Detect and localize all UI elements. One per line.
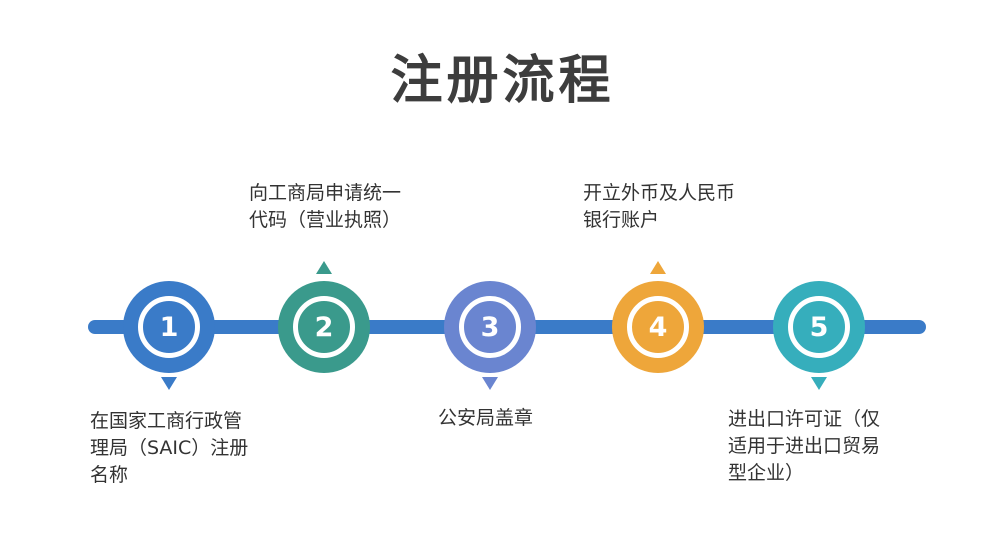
step-3-pointer [482,377,498,390]
step-5-label-line: 进出口许可证（仅 [728,408,881,430]
step-1-label-line: 理局（SAIC）注册 [90,437,249,459]
step-1-pointer [161,377,177,390]
step-4-label-line: 银行账户 [583,209,660,231]
step-2-node: 2 [278,281,370,373]
step-2-pointer [316,261,332,274]
step-2-label: 向工商局申请统一 代码（营业执照） [249,180,401,234]
step-2-label-line: 向工商局申请统一 [249,182,402,204]
step-5-pointer [811,377,827,390]
step-3-label-line: 公安局盖章 [438,407,534,429]
step-4-label: 开立外币及人民币 银行账户 [583,180,735,234]
step-1-number: 1 [138,296,200,358]
step-1-label-line: 在国家工商行政管 [90,410,243,432]
step-3-number: 3 [459,296,521,358]
step-5-label-line: 适用于进出口贸易 [728,435,881,457]
step-4-node: 4 [612,281,704,373]
step-4-pointer [650,261,666,274]
step-2-number: 2 [293,296,355,358]
page-title: 注册流程 [390,51,615,111]
step-5-node: 5 [773,281,865,373]
step-3-node: 3 [444,281,536,373]
step-5-label-line: 型企业） [728,462,805,484]
step-2-label-line: 代码（营业执照） [249,209,402,231]
step-1-node: 1 [123,281,215,373]
step-4-number: 4 [627,296,689,358]
step-5-label: 进出口许可证（仅 适用于进出口贸易 型企业） [728,406,880,487]
step-1-label: 在国家工商行政管 理局（SAIC）注册 名称 [90,408,248,489]
step-3-label: 公安局盖章 [438,405,533,432]
step-1-label-line: 名称 [90,464,129,486]
step-4-label-line: 开立外币及人民币 [583,182,736,204]
step-5-number: 5 [788,296,850,358]
